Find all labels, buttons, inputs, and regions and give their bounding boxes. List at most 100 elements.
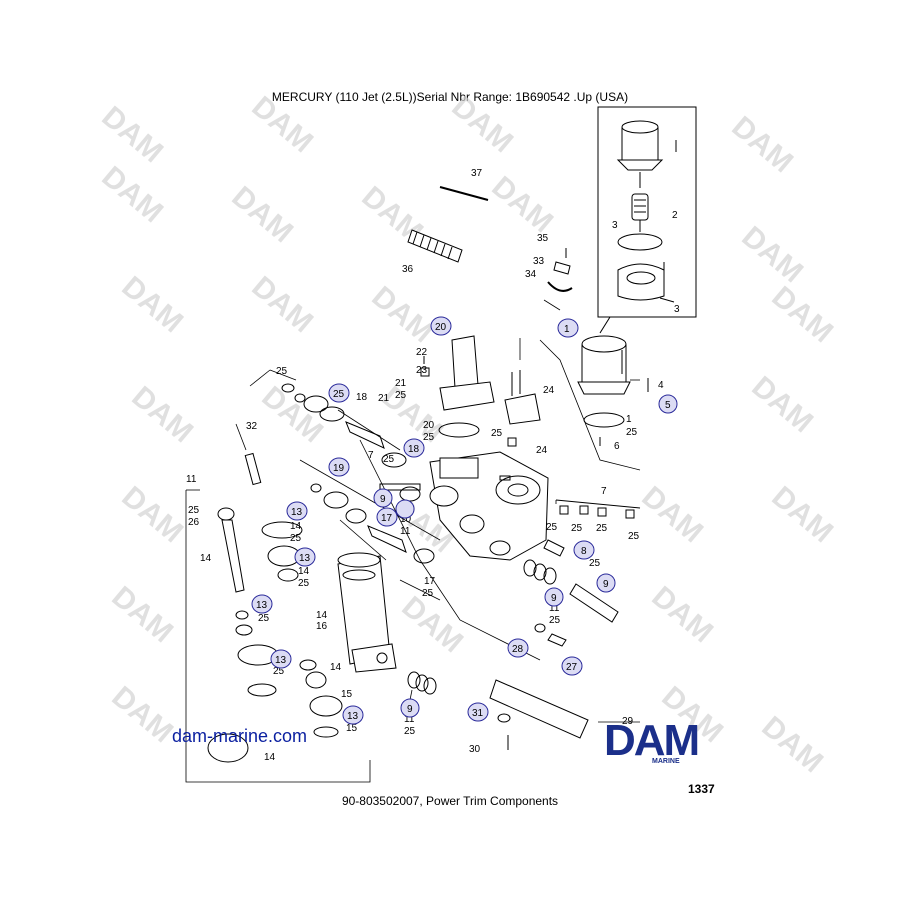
callout-bubble	[376, 507, 398, 527]
callout-bubble	[294, 547, 316, 567]
part-9-shaft	[569, 583, 619, 623]
callout-number: 13	[347, 711, 359, 722]
label: 25	[423, 432, 435, 443]
callout-number: 18	[408, 444, 420, 455]
circled-callouts: 1 20 25 18 19 9 11 17 13 13 13 13 13 8 9…	[251, 316, 678, 725]
callout-number: 31	[472, 708, 484, 719]
label: 25	[549, 615, 561, 626]
label: 25	[491, 428, 503, 439]
callout-bubble	[430, 316, 452, 336]
label: 25	[290, 533, 302, 544]
callout-number: 13	[291, 507, 303, 518]
figure-number: 1337	[688, 782, 715, 796]
inset-frame	[597, 106, 697, 318]
label: 11	[186, 474, 197, 485]
label: 22	[416, 347, 428, 358]
label: 34	[525, 269, 537, 280]
callout-bubble	[400, 698, 420, 718]
callout-number: 1	[564, 324, 570, 335]
label: 33	[533, 256, 545, 267]
label: 29	[622, 716, 634, 727]
watermark-text: DAM	[766, 480, 840, 549]
watermark-text: DAM	[446, 90, 520, 159]
label: 15	[341, 689, 353, 700]
label: 18	[356, 392, 368, 403]
callout-number: 27	[566, 662, 578, 673]
callout-bubble	[395, 499, 415, 519]
watermark-text: DAM	[126, 380, 200, 449]
label: 25	[383, 454, 395, 465]
callout-number: 19	[333, 463, 345, 474]
website-link[interactable]: dam-marine.com	[172, 726, 308, 746]
label: 21	[395, 378, 407, 389]
right-parts	[379, 475, 641, 750]
callout-bubble	[561, 656, 583, 676]
label: 3	[674, 304, 680, 315]
callout-bubble	[658, 394, 678, 414]
label: 25	[596, 523, 608, 534]
label: 14	[200, 553, 212, 564]
callout-bubble	[467, 702, 489, 722]
label: 25	[546, 522, 558, 533]
watermark-text: DAM	[246, 90, 320, 159]
label: 4	[658, 380, 664, 391]
callout-number: 25	[333, 389, 345, 400]
part-20-reservoir	[451, 335, 479, 389]
watermark-text: DAM	[486, 170, 560, 239]
watermark-text: DAM	[736, 220, 810, 289]
label: 6	[614, 441, 620, 452]
watermark-text: DAM	[366, 280, 440, 349]
trim-cylinder	[207, 383, 437, 763]
part-29-anode	[489, 679, 589, 739]
callout-number: 9	[551, 593, 557, 604]
upper-parts	[407, 186, 649, 447]
label: 36	[402, 264, 414, 275]
label: 25	[395, 390, 407, 401]
watermark-text: DAM	[396, 590, 470, 659]
label: 24	[536, 445, 548, 456]
diagram-caption: 90-803502007, Power Trim Components	[341, 794, 559, 808]
label: 26	[188, 517, 200, 528]
callout-bubble	[507, 638, 529, 658]
label: 3	[612, 220, 618, 231]
watermark-text: DAM	[746, 370, 820, 439]
pump-body	[429, 451, 549, 561]
logo-text: DAM	[604, 716, 700, 765]
callout-bubble	[270, 649, 292, 669]
label: 25	[298, 578, 310, 589]
label: 25	[188, 505, 200, 516]
watermark-text: DAM	[726, 110, 800, 179]
callout-bubble	[342, 705, 364, 725]
watermark-text: DAM	[226, 180, 300, 249]
label: 25	[404, 726, 416, 737]
label: 23	[416, 365, 428, 376]
label: 35	[537, 233, 549, 244]
part-36-hose	[407, 229, 463, 263]
label: 1	[626, 414, 632, 425]
label: 25	[273, 666, 285, 677]
label: 14	[316, 610, 328, 621]
callout-bubble	[573, 540, 595, 560]
label: 25	[571, 523, 583, 534]
logo-subtext: MARINE	[652, 758, 680, 765]
label: 11	[400, 526, 411, 537]
callout-bubble	[328, 383, 350, 403]
label: 21	[378, 393, 390, 404]
watermark-text: DAM	[106, 680, 180, 749]
callout-number: 13	[275, 655, 287, 666]
callout-bubble	[596, 573, 616, 593]
watermark-text: DAM	[96, 160, 170, 229]
watermark-text: DAM	[646, 580, 720, 649]
callout-bubble	[557, 318, 579, 338]
watermark-text: DAM	[106, 580, 180, 649]
callout-bubble	[328, 457, 350, 477]
callout-bubble	[251, 594, 273, 614]
label: 11	[549, 603, 560, 614]
label: 24	[543, 385, 555, 396]
watermark-text: DAM	[246, 270, 320, 339]
label: 25	[589, 558, 601, 569]
watermark-text: DAM	[636, 480, 710, 549]
callout-bubble	[403, 438, 425, 458]
callout-bubble	[544, 587, 564, 607]
